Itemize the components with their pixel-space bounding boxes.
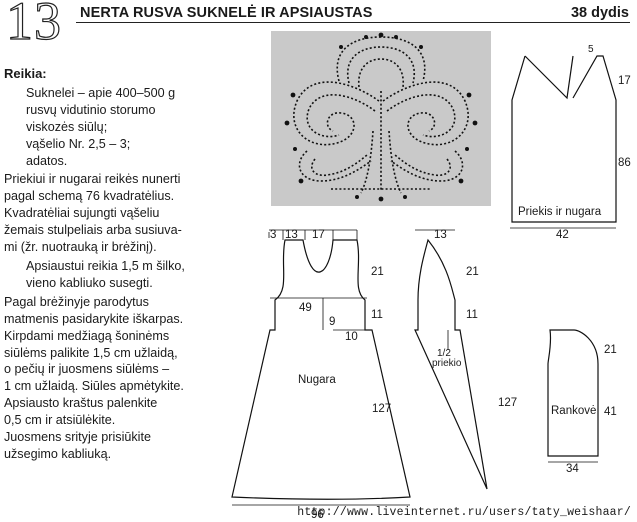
materials-line: Suknelei – apie 400–500 g: [26, 85, 176, 100]
text-line: žemais stulpeliais arba susiuva-: [4, 223, 182, 238]
back-dim-label: 9: [329, 316, 335, 328]
page-title: NERTA RUSVA SUKNELĖ IR APSIAUSTAS: [80, 5, 373, 21]
sleeve-dim-label: 34: [566, 463, 579, 475]
sleeve-outline: [547, 329, 599, 457]
back-dim-label: 49: [299, 302, 312, 314]
instructions-text: Reikia: Suknelei – apie 400–500 g rusvų …: [4, 66, 268, 463]
text-line: Pagal brėžinyje parodytus: [4, 294, 149, 309]
text-line: siūlėms palikite 1,5 cm užlaidą,: [4, 345, 178, 360]
crochet-motif-schema: [271, 31, 491, 206]
sleeve-dim-label: 21: [604, 344, 617, 356]
back-dim-label: 17: [312, 229, 325, 241]
text-line: Apsiaustui reikia 1,5 m šilko,: [26, 258, 185, 273]
side-dim-label: 11: [466, 309, 478, 321]
materials-line: rusvų vidutinio storumo: [26, 102, 156, 117]
text-line: užsegimo kabliuką.: [4, 446, 112, 461]
text-line: Kirpdami medžiagą šoninėms: [4, 328, 170, 343]
sewing-paragraph: Pagal brėžinyje parodytus matmenis pasid…: [4, 294, 268, 463]
side-dim-label: 13: [434, 229, 447, 241]
text-line: Priekiui ir nugarai reikės nunerti: [4, 172, 181, 187]
dimension-labels: 3 13 17 21 11 49 9 10 Nugara 127 96 13 2…: [270, 44, 631, 521]
size-label: 38 dydis: [570, 5, 629, 21]
materials-heading: Reikia:: [4, 66, 47, 81]
text-line: Juosmens srityje prisiūkite: [4, 430, 151, 445]
materials-line: vąšelio Nr. 2,5 – 3;: [26, 136, 131, 151]
cape-paragraph: Apsiaustui reikia 1,5 m šilko, vieno kab…: [4, 258, 268, 292]
back-dim-label: 127: [372, 403, 391, 415]
side-dim-label: 1/2: [437, 348, 451, 359]
front-dim-label: 5: [588, 44, 594, 55]
back-dim-label: 13: [285, 229, 298, 241]
text-line: 1 cm užlaidą. Siūles apmėtykite.: [4, 379, 184, 394]
crochet-motif-drawing: [284, 32, 478, 202]
text-line: matmenis pasidarykite iškarpas.: [4, 311, 184, 326]
text-line: mi (žr. nuotrauką ir brėžinį).: [4, 240, 157, 255]
side-dim-label: 127: [498, 397, 517, 409]
text-line: pagal schemą 76 kvadratėlius.: [4, 189, 175, 204]
back-outline: [231, 239, 411, 500]
text-line: 0,5 cm ir atsiūlėkite.: [4, 413, 116, 428]
front-dim-label: 42: [556, 229, 569, 241]
front-piece-label: Priekis ir nugara: [518, 206, 602, 218]
text-line: o pečių ir juosmens siūlėms –: [4, 362, 170, 377]
text-line: Apsiausto kraštus palenkite: [4, 396, 158, 411]
back-dim-label: 96: [311, 509, 324, 521]
text-line: vieno kabliuko susegti.: [26, 275, 153, 290]
text-line: Kvadratėliai sujungti vąšeliu: [4, 206, 160, 221]
sleeve-dim-label: 41: [604, 406, 617, 418]
back-dim-label: 3: [270, 229, 276, 241]
front-neck-line: [524, 55, 574, 100]
page-number: 13: [5, 0, 62, 51]
materials-list: Suknelei – apie 400–500 g rusvų vidutini…: [4, 85, 268, 170]
crochet-paragraph: Priekiui ir nugarai reikės nunerti pagal…: [4, 171, 268, 256]
side-dim-label: 21: [466, 266, 479, 278]
header-rule: [76, 22, 630, 23]
front-dim-label: 17: [618, 75, 631, 87]
side-dim-label: priekio: [432, 358, 462, 369]
back-piece-label: Nugara: [298, 374, 336, 386]
side-outline: [414, 238, 488, 490]
front-outline: [511, 55, 617, 223]
front-dim-label: 86: [618, 157, 631, 169]
back-dim-label: 11: [371, 309, 383, 321]
sleeve-piece-label: Rankovė: [551, 405, 596, 417]
back-dim-label: 10: [345, 331, 358, 343]
back-dim-label: 21: [371, 266, 384, 278]
materials-line: viskozės siūlų;: [26, 119, 108, 134]
materials-line: adatos.: [26, 153, 68, 168]
watermark-url: http://www.liveinternet.ru/users/taty_we…: [297, 506, 631, 519]
